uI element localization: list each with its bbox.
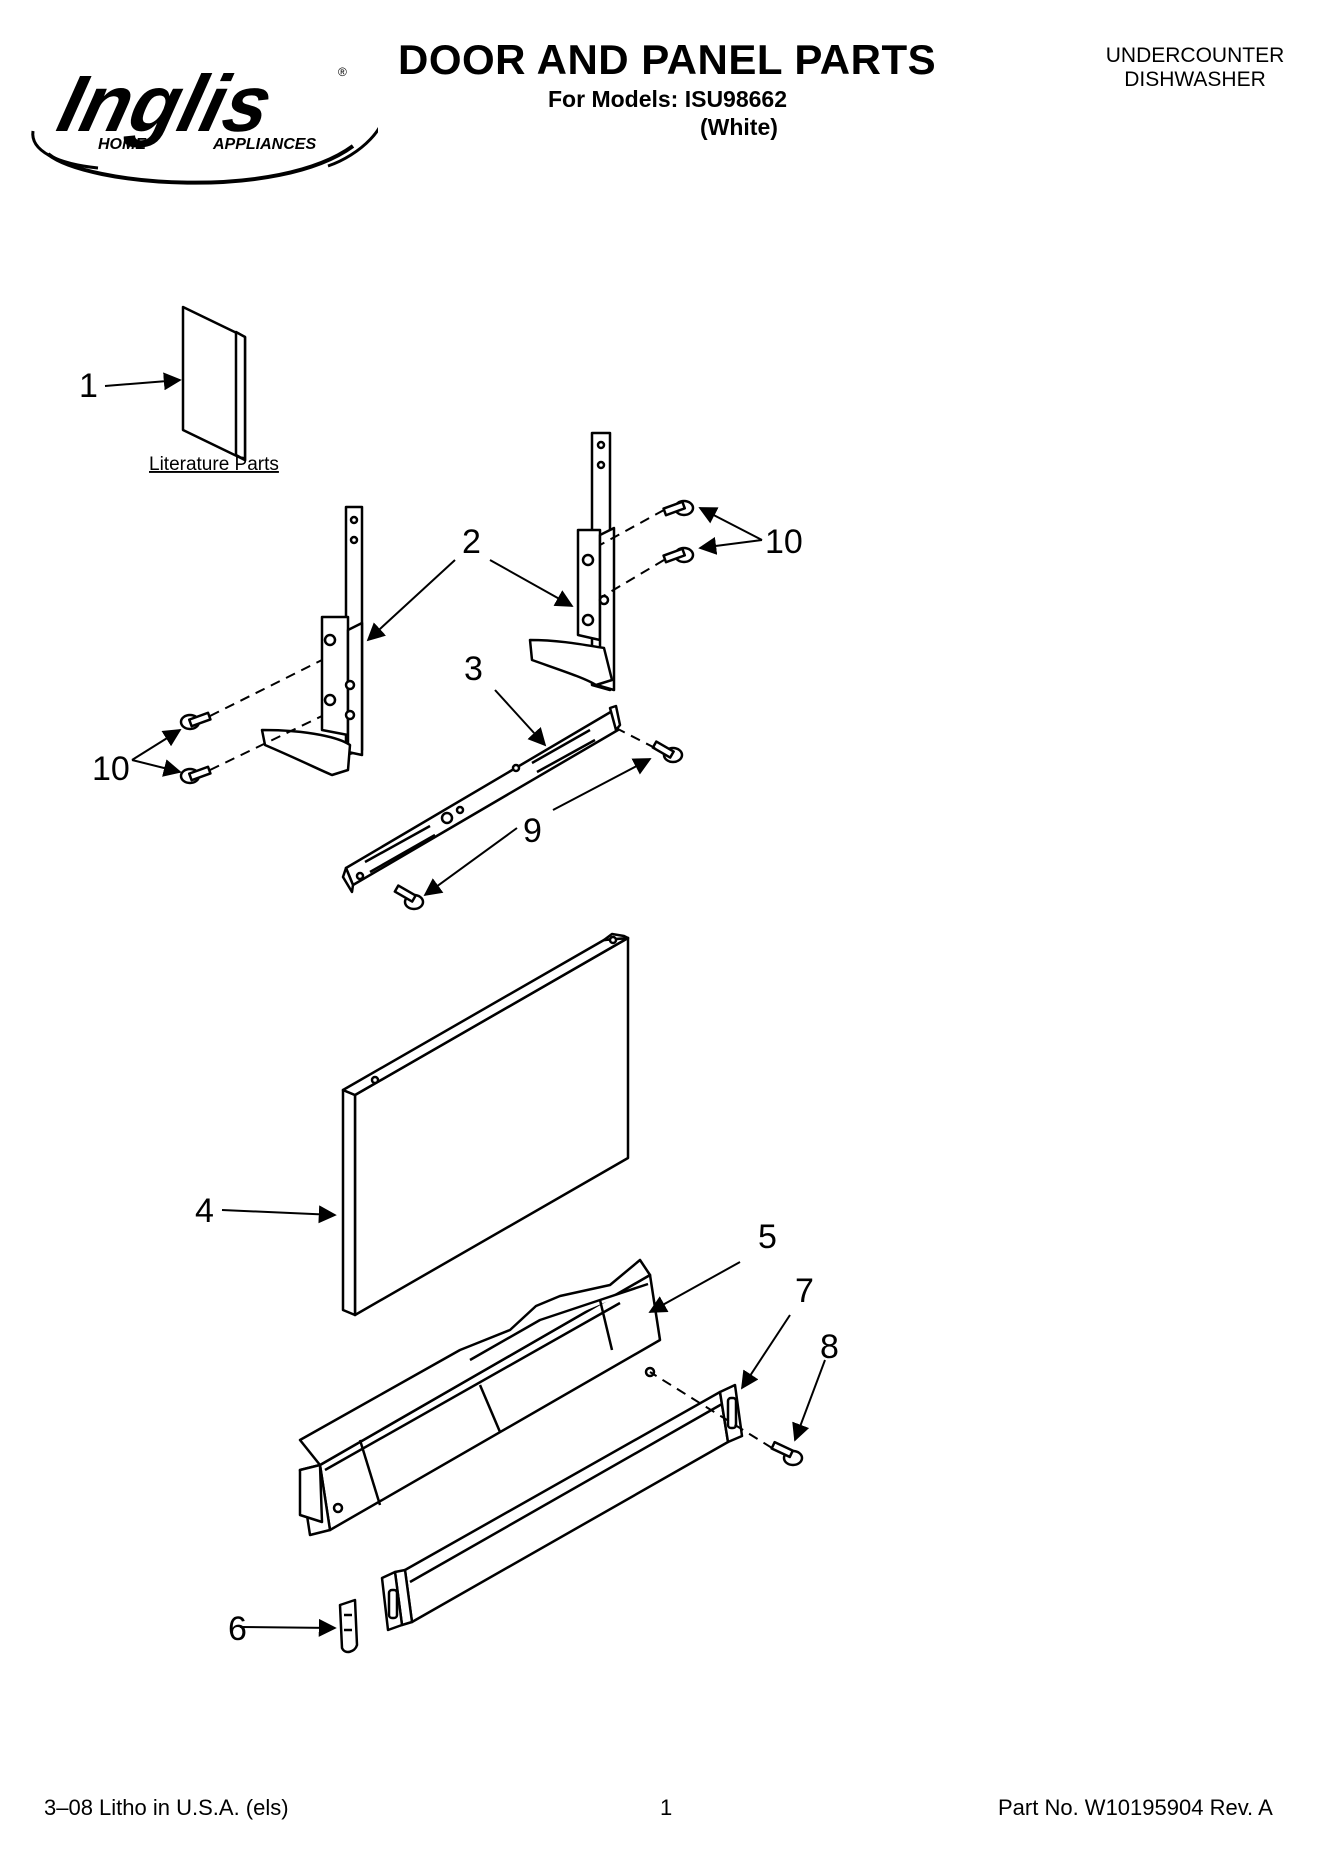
callout-7: 7	[795, 1272, 814, 1310]
callout-2: 2	[462, 523, 481, 561]
inglis-logo: Inglis HOME APPLIANCES ®	[31, 59, 378, 185]
callout-6: 6	[228, 1610, 247, 1648]
callout-9: 9	[523, 812, 542, 850]
literature-parts-label: Literature Parts	[149, 454, 279, 475]
callout-10-lower: 10	[92, 750, 130, 788]
logo-tagline-home: HOME	[98, 136, 147, 153]
product-line-2: DISHWASHER	[1124, 68, 1266, 91]
callout-3: 3	[464, 650, 483, 688]
product-line-1: UNDERCOUNTER	[1105, 44, 1285, 67]
exploded-parts-diagram: 1 2 3 4 5 6 7 8 9 10 10 Literature Parts	[79, 305, 839, 1654]
callout-8: 8	[820, 1328, 839, 1366]
logo-brand-text: Inglis	[50, 59, 281, 149]
logo-tagline-appliances: APPLIANCES	[212, 136, 316, 153]
callout-1: 1	[79, 367, 98, 405]
screw-part-10-lower-b	[179, 765, 212, 785]
models-line: For Models: ISU98662	[548, 86, 788, 112]
literature-booklet	[181, 305, 247, 462]
screw-part-9-left	[393, 884, 425, 911]
kick-plate-strip	[380, 1383, 744, 1632]
hinge-bracket-right	[528, 431, 616, 692]
footer-part-number: Part No. W10195904 Rev. A	[998, 1795, 1273, 1820]
door-panel	[341, 932, 630, 1317]
panel-clip	[338, 1598, 359, 1654]
screw-part-10-upper-a	[662, 499, 695, 517]
callout-10-upper: 10	[765, 523, 803, 561]
hinge-bracket-left	[260, 505, 364, 777]
screw-part-10-lower-a	[179, 711, 212, 731]
registered-mark: ®	[338, 65, 347, 79]
lower-access-panel	[298, 1258, 662, 1537]
mounting-bar	[341, 704, 622, 894]
color-variant: (White)	[700, 114, 778, 140]
product-type: UNDERCOUNTER DISHWASHER	[1090, 44, 1300, 92]
callout-5: 5	[758, 1218, 777, 1256]
screw-part-8	[770, 1440, 804, 1467]
callout-4: 4	[195, 1192, 214, 1230]
screw-part-10-upper-b	[662, 546, 695, 564]
footer-print-info: 3–08 Litho in U.S.A. (els)	[44, 1795, 289, 1820]
page-title: DOOR AND PANEL PARTS	[398, 36, 937, 83]
footer-page-number: 1	[660, 1795, 673, 1820]
screw-part-9-right	[651, 740, 684, 764]
